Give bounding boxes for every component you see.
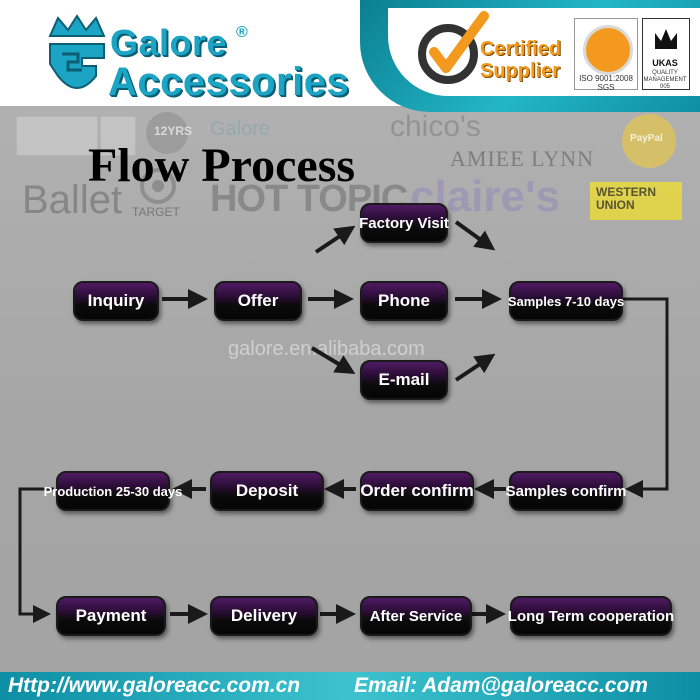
crown-icon [655, 29, 677, 49]
registered-mark: ® [236, 24, 248, 41]
node-deposit: Deposit [210, 471, 324, 511]
footer-website-link[interactable]: Http://www.galoreacc.com.cn [8, 674, 301, 697]
node-label: Samples confirm [505, 482, 627, 500]
arrow-factory-samples [454, 220, 496, 251]
arrow-group-row1 [162, 220, 506, 624]
faded-12yrs-text: 12YRS [154, 124, 193, 138]
node-label: Factory Visit [359, 214, 449, 232]
faded-western-union-text: WESTERN UNION [596, 185, 656, 212]
node-inquiry: Inquiry [73, 281, 159, 321]
node-long-term-cooperation: Long Term cooperation [507, 596, 675, 636]
faded-target-icon [140, 168, 176, 204]
certified-label: Certified [480, 38, 562, 60]
node-production: Production 25-30 days [44, 471, 182, 511]
elbow-connectors [18, 297, 669, 623]
node-payment: Payment [56, 596, 166, 636]
footer-bar [0, 672, 700, 700]
arrow-email-samples [454, 353, 496, 382]
arrow-offer-email [310, 346, 356, 375]
faded-chicos-logo: chico's [390, 110, 481, 143]
node-order-confirm: Order confirm [360, 471, 474, 511]
node-label: Offer [237, 291, 279, 310]
node-delivery: Delivery [210, 596, 318, 636]
arrow-offer-factory [314, 225, 356, 254]
node-phone: Phone [360, 281, 448, 321]
ukas-badge [642, 18, 690, 90]
node-label: Order confirm [360, 481, 474, 500]
faded-western-union-badge [590, 182, 682, 220]
ukas-subtitle: QUALITY MANAGEMENT 005 [643, 70, 687, 90]
crown-g-logo-icon [48, 14, 106, 89]
footer-email-link[interactable]: Email: Adam@galoreacc.com [354, 674, 648, 697]
faded-paypal-text: PayPal [630, 133, 663, 144]
node-label: Samples 7-10 days [507, 293, 625, 309]
node-samples-confirm: Samples confirm [506, 471, 626, 511]
node-label: Inquiry [87, 291, 145, 310]
faded-seal-logo [100, 116, 136, 156]
faded-galore-logo: Galore [210, 118, 271, 140]
brand-name-line2: Accessories [108, 60, 350, 104]
node-email: E-mail [360, 360, 448, 400]
elbow-production-to-payment [18, 487, 54, 623]
node-label: Deposit [235, 481, 299, 500]
node-samples: Samples 7-10 days [507, 281, 625, 321]
node-label: Delivery [230, 606, 298, 625]
node-after-service: After Service [360, 596, 472, 636]
faded-12yrs-badge [146, 112, 188, 154]
sgs-certificate-badge [574, 18, 638, 90]
node-label: Payment [75, 606, 147, 625]
node-label: Phone [378, 291, 430, 310]
watermark: galore.en.alibaba.com [228, 338, 425, 360]
flow-process-title: Flow Process [88, 139, 356, 192]
certified-check-icon [418, 11, 489, 84]
node-label: Production 25-30 days [43, 483, 183, 499]
brand-name-line1: Galore [110, 22, 228, 63]
supplier-label: Supplier [480, 60, 561, 82]
node-factory-visit: Factory Visit [359, 203, 449, 243]
node-label: After Service [369, 607, 463, 625]
node-label: Long Term cooperation [507, 607, 675, 625]
elbow-samples-to-confirm [622, 297, 669, 498]
faded-target-logo: TARGET [132, 205, 180, 219]
faded-paypal-badge [622, 114, 676, 168]
ukas-label: UKAS [652, 58, 678, 68]
node-label: E-mail [378, 370, 430, 389]
faded-cert-logos [16, 116, 98, 156]
faded-ballet-logo: Ballet [22, 178, 123, 222]
node-offer: Offer [214, 281, 302, 321]
faded-amiee-lynn-logo: AMIEE LYNN [450, 146, 595, 171]
sgs-caption: ISO 9001:2008 SGS [579, 74, 633, 92]
